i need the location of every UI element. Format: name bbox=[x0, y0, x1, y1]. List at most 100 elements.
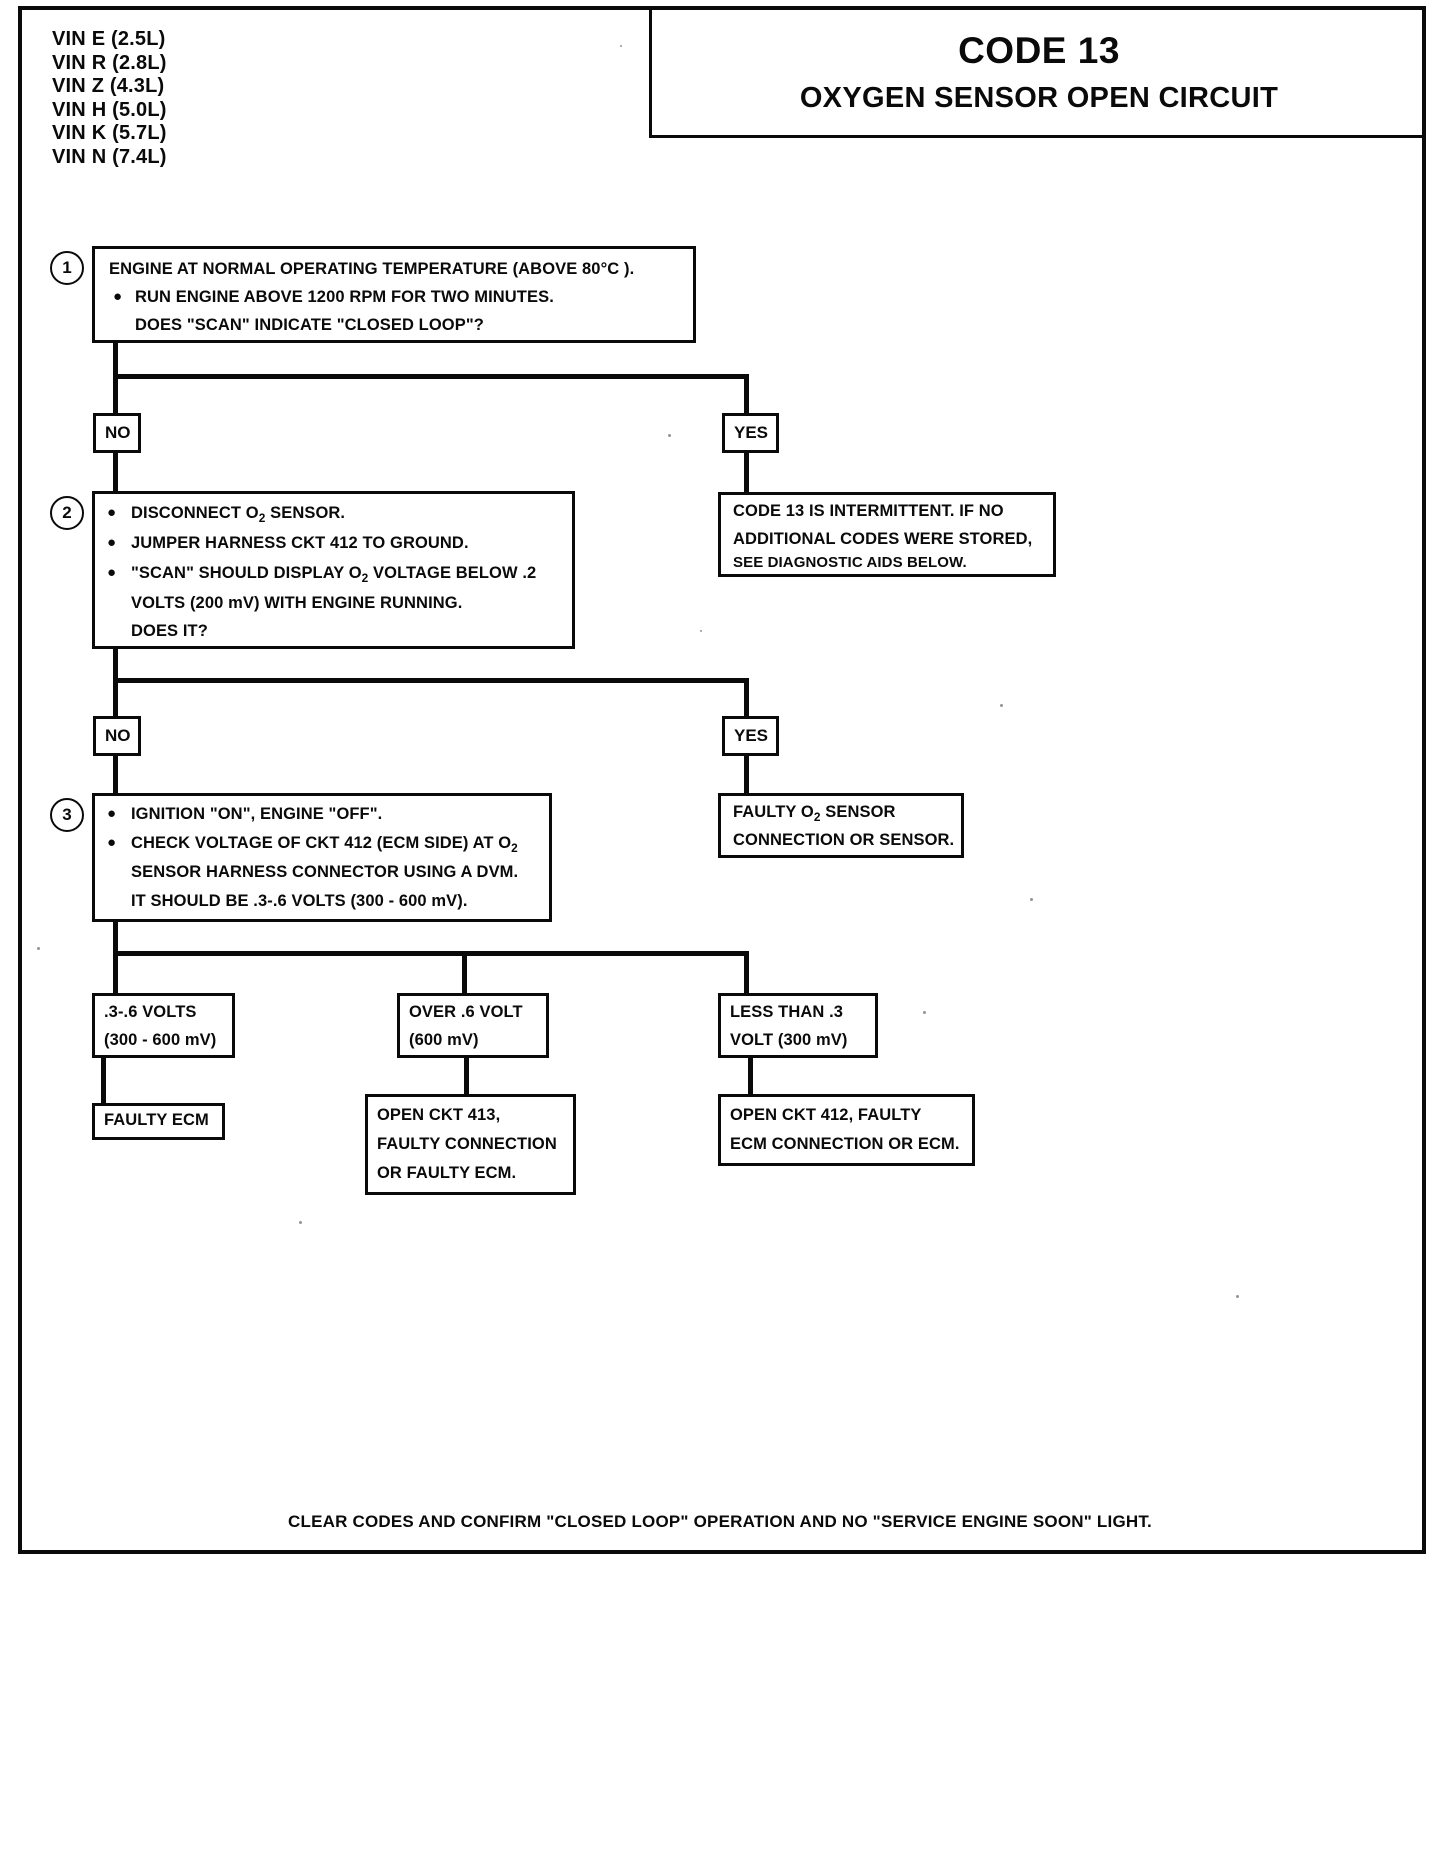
connector-step2-down bbox=[113, 649, 118, 682]
intermittent-line-1: CODE 13 IS INTERMITTENT. IF NO bbox=[733, 502, 1004, 520]
outcome-range-under-box: LESS THAN .3 VOLT (300 mV) bbox=[718, 993, 878, 1058]
intermittent-line-2: ADDITIONAL CODES WERE STORED, bbox=[733, 530, 1033, 548]
range-under-line-2: VOLT (300 mV) bbox=[730, 1031, 848, 1049]
vin-item: VIN R (2.8L) bbox=[52, 51, 167, 74]
vin-list: VIN E (2.5L) VIN R (2.8L) VIN Z (4.3L) V… bbox=[52, 28, 167, 169]
faulty-sensor-line-1-a: FAULTY O bbox=[733, 803, 814, 821]
scan-speck bbox=[700, 630, 702, 632]
step-3-line-2: CHECK VOLTAGE OF CKT 412 (ECM SIDE) AT O… bbox=[131, 828, 518, 859]
vin-item: VIN E (2.5L) bbox=[52, 28, 166, 50]
scan-speck bbox=[299, 1221, 302, 1224]
branch-yes-text: YES bbox=[734, 423, 769, 442]
bullet-glyph: ● bbox=[107, 564, 117, 581]
step-number-3: 3 bbox=[50, 798, 84, 832]
step-2-line-5: DOES IT? bbox=[131, 622, 208, 640]
intermittent-line-3: SEE DIAGNOSTIC AIDS BELOW. bbox=[733, 554, 967, 571]
faulty-sensor-line-1: FAULTY O2 SENSOR bbox=[733, 797, 896, 828]
code-subtitle: OXYGEN SENSOR OPEN CIRCUIT bbox=[799, 82, 1279, 114]
bullet-glyph: ● bbox=[113, 288, 123, 305]
connector-no2-down bbox=[113, 756, 118, 795]
connector-step1-split bbox=[113, 374, 749, 379]
faulty-sensor-line-1-sub: 2 bbox=[813, 810, 821, 824]
range-normal-line-2: (300 - 600 mV) bbox=[104, 1031, 217, 1049]
code-title: CODE 13 bbox=[958, 30, 1120, 71]
connector-yes2-down bbox=[744, 756, 749, 795]
faulty-ecm-line-1: FAULTY ECM bbox=[104, 1111, 209, 1129]
page-border-bottom bbox=[18, 1550, 1426, 1554]
connector-range-over-down bbox=[464, 1058, 469, 1095]
connector-no1-down bbox=[113, 453, 118, 491]
outcome-intermittent-box: CODE 13 IS INTERMITTENT. IF NO ADDITIONA… bbox=[718, 492, 1056, 577]
step-1-line-3: DOES "SCAN" INDICATE "CLOSED LOOP"? bbox=[135, 316, 484, 334]
step-2-line-3-a: "SCAN" SHOULD DISPLAY O bbox=[131, 564, 362, 582]
outcome-range-normal-box: .3-.6 VOLTS (300 - 600 mV) bbox=[92, 993, 235, 1058]
scan-speck bbox=[1236, 1295, 1239, 1298]
step-2-line-1-sub: 2 bbox=[258, 511, 266, 525]
range-over-line-2: (600 mV) bbox=[409, 1031, 479, 1049]
step-number-1: 1 bbox=[50, 251, 84, 285]
page-border-right bbox=[1422, 6, 1426, 1554]
step-1-box: ENGINE AT NORMAL OPERATING TEMPERATURE (… bbox=[92, 246, 696, 343]
step-2-line-1: DISCONNECT O2 SENSOR. bbox=[131, 498, 345, 529]
connector-to-yes2 bbox=[744, 678, 749, 717]
step-2-line-1-b: SENSOR. bbox=[265, 504, 346, 522]
branch-label-yes-1: YES bbox=[722, 413, 779, 453]
vin-item: VIN K (5.7L) bbox=[52, 122, 167, 144]
scan-speck bbox=[1000, 704, 1003, 707]
open-412-line-1: OPEN CKT 412, FAULTY bbox=[730, 1106, 922, 1124]
step-2-box: ● DISCONNECT O2 SENSOR. ● JUMPER HARNESS… bbox=[92, 491, 575, 649]
branch-no-text: NO bbox=[105, 726, 131, 745]
page-border-top bbox=[18, 6, 1426, 10]
connector-range-normal-down bbox=[101, 1058, 106, 1105]
scan-speck bbox=[620, 45, 622, 47]
scan-speck bbox=[37, 947, 40, 950]
connector-to-no2 bbox=[113, 678, 118, 717]
branch-label-no-2: NO bbox=[93, 716, 141, 756]
step-3-line-2-a: CHECK VOLTAGE OF CKT 412 (ECM SIDE) AT O bbox=[131, 834, 512, 852]
vin-item: VIN Z (4.3L) bbox=[52, 75, 165, 97]
connector-to-range-under bbox=[744, 951, 749, 995]
open-413-line-3: OR FAULTY ECM. bbox=[377, 1164, 517, 1182]
range-normal-line-1: .3-.6 VOLTS bbox=[104, 1003, 197, 1021]
outcome-faulty-sensor-box: FAULTY O2 SENSOR CONNECTION OR SENSOR. bbox=[718, 793, 964, 858]
connector-to-range-over bbox=[462, 951, 467, 995]
step-3-box: ● IGNITION "ON", ENGINE "OFF". ● CHECK V… bbox=[92, 793, 552, 922]
bullet-glyph: ● bbox=[107, 504, 117, 521]
step-2-line-3: "SCAN" SHOULD DISPLAY O2 VOLTAGE BELOW .… bbox=[131, 558, 536, 589]
faulty-sensor-line-1-b: SENSOR bbox=[820, 803, 896, 821]
range-under-line-1: LESS THAN .3 bbox=[730, 1003, 844, 1021]
step-number-2: 2 bbox=[50, 496, 84, 530]
connector-step2-split bbox=[113, 678, 749, 683]
open-413-line-1: OPEN CKT 413, bbox=[377, 1106, 501, 1124]
connector-step3-split bbox=[113, 951, 749, 956]
step-2-line-3-b: VOLTAGE BELOW .2 bbox=[368, 564, 537, 582]
step-3-line-4: IT SHOULD BE .3-.6 VOLTS (300 - 600 mV). bbox=[131, 892, 468, 910]
step-2-line-4: VOLTS (200 mV) WITH ENGINE RUNNING. bbox=[131, 594, 463, 612]
step-3-line-1: IGNITION "ON", ENGINE "OFF". bbox=[131, 805, 383, 823]
scan-speck bbox=[923, 1011, 926, 1014]
page-border-left bbox=[18, 6, 22, 1554]
connector-to-no1 bbox=[113, 374, 118, 413]
connector-to-range-normal bbox=[113, 951, 118, 995]
vin-item: VIN N (7.4L) bbox=[52, 145, 167, 168]
footer-note: CLEAR CODES AND CONFIRM "CLOSED LOOP" OP… bbox=[288, 1512, 1152, 1531]
step-2-line-3-sub: 2 bbox=[361, 571, 369, 585]
branch-no-text: NO bbox=[105, 423, 131, 442]
outcome-open-413-box: OPEN CKT 413, FAULTY CONNECTION OR FAULT… bbox=[365, 1094, 576, 1195]
open-413-line-2: FAULTY CONNECTION bbox=[377, 1135, 557, 1153]
connector-yes1-down bbox=[744, 453, 749, 493]
vin-item: VIN H (5.0L) bbox=[52, 98, 167, 121]
bullet-glyph: ● bbox=[107, 534, 117, 551]
title-block: CODE 13 OXYGEN SENSOR OPEN CIRCUIT bbox=[649, 8, 1426, 138]
step-2-line-2: JUMPER HARNESS CKT 412 TO GROUND. bbox=[131, 534, 469, 552]
outcome-open-412-box: OPEN CKT 412, FAULTY ECM CONNECTION OR E… bbox=[718, 1094, 975, 1166]
step-2-line-1-a: DISCONNECT O bbox=[131, 504, 259, 522]
scan-speck bbox=[1030, 898, 1033, 901]
step-3-line-2-sub: 2 bbox=[511, 841, 518, 855]
connector-range-under-down bbox=[748, 1058, 753, 1095]
step-3-line-3: SENSOR HARNESS CONNECTOR USING A DVM. bbox=[131, 863, 519, 881]
step-1-line-2: RUN ENGINE ABOVE 1200 RPM FOR TWO MINUTE… bbox=[135, 288, 554, 306]
step-1-line-1: ENGINE AT NORMAL OPERATING TEMPERATURE (… bbox=[109, 260, 635, 278]
connector-step1-down bbox=[113, 343, 118, 378]
